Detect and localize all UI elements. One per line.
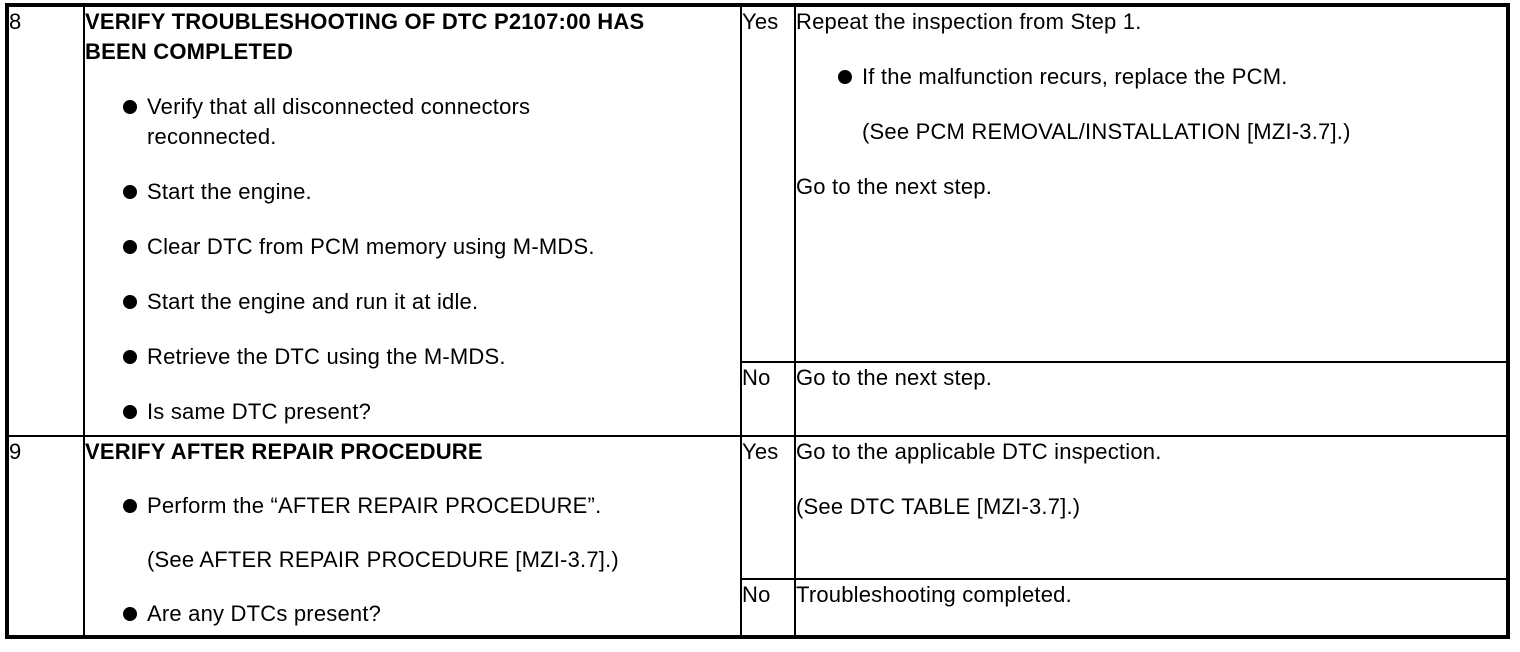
no-label: No xyxy=(742,582,771,607)
list-item: If the malfunction recurs, replace the P… xyxy=(838,62,1506,92)
table-row: 9 VERIFY AFTER REPAIR PROCEDURE Perform … xyxy=(6,435,1509,638)
bullet-icon xyxy=(123,499,137,513)
no-action-cell: Troubleshooting completed. xyxy=(794,578,1509,638)
table-row: No Go to the next step. xyxy=(7,361,1509,437)
see-reference: (See AFTER REPAIR PROCEDURE [MZI-3.7].) xyxy=(147,547,619,572)
step-number-cell: 9 xyxy=(6,435,85,638)
no-label-cell: No xyxy=(740,361,796,437)
bullet-icon xyxy=(123,240,137,254)
bullet-icon xyxy=(123,607,137,621)
step-number: 8 xyxy=(9,9,22,34)
action-line: Go to the next step. xyxy=(796,174,993,199)
action-line: Troubleshooting completed. xyxy=(796,582,1072,607)
list-item-text: Start the engine and run it at idle. xyxy=(147,289,479,314)
bullet-icon xyxy=(123,100,137,114)
list-item: Retrieve the DTC using the M-MDS. xyxy=(123,342,740,372)
list-item: Start the engine. xyxy=(123,177,740,207)
see-reference: (See PCM REMOVAL/INSTALLATION [MZI-3.7].… xyxy=(862,119,1351,144)
yes-label-cell: Yes xyxy=(740,4,796,363)
bullet-icon xyxy=(123,350,137,364)
list-item-text: Is same DTC present? xyxy=(147,399,372,424)
inspection-cell: VERIFY AFTER REPAIR PROCEDURE Perform th… xyxy=(83,435,742,638)
list-item: Perform the “AFTER REPAIR PROCEDURE”. xyxy=(123,491,740,521)
inspection-heading: VERIFY TROUBLESHOOTING OF DTC P2107:00 H… xyxy=(85,9,645,64)
list-item: Is same DTC present? xyxy=(123,397,740,427)
list-item: Are any DTCs present? xyxy=(123,599,740,629)
table-row: 8 VERIFY TROUBLESHOOTING OF DTC P2107:00… xyxy=(6,4,1509,437)
step-number: 9 xyxy=(9,439,22,464)
no-label-cell: No xyxy=(740,578,796,638)
action-line: Go to the applicable DTC inspection. xyxy=(796,439,1162,464)
yes-label-cell: Yes xyxy=(740,435,796,580)
list-item-text: Verify that all disconnected connectors … xyxy=(147,94,531,149)
step-number-cell: 8 xyxy=(6,4,85,437)
list-item: Verify that all disconnected connectors … xyxy=(123,92,740,152)
list-item-text: Retrieve the DTC using the M-MDS. xyxy=(147,344,506,369)
inspection-cell: VERIFY TROUBLESHOOTING OF DTC P2107:00 H… xyxy=(83,4,742,437)
action-line: Repeat the inspection from Step 1. xyxy=(796,9,1142,34)
bullet-icon xyxy=(123,185,137,199)
bullet-icon xyxy=(123,405,137,419)
yes-action-cell: Go to the applicable DTC inspection. (Se… xyxy=(794,435,1509,580)
no-action-cell: Go to the next step. xyxy=(794,361,1509,437)
no-label: No xyxy=(742,365,771,390)
list-item-text: Start the engine. xyxy=(147,179,312,204)
list-item-text: Perform the “AFTER REPAIR PROCEDURE”. xyxy=(147,493,602,518)
yes-label: Yes xyxy=(742,9,779,34)
list-item-text: If the malfunction recurs, replace the P… xyxy=(862,64,1288,89)
see-reference: (See DTC TABLE [MZI-3.7].) xyxy=(796,494,1081,519)
yes-action-cell: Repeat the inspection from Step 1. If th… xyxy=(794,4,1509,363)
bullet-icon xyxy=(838,70,852,84)
action-line: Go to the next step. xyxy=(796,365,993,390)
troubleshooting-table: 8 VERIFY TROUBLESHOOTING OF DTC P2107:00… xyxy=(5,3,1510,639)
yes-label: Yes xyxy=(742,439,779,464)
bullet-icon xyxy=(123,295,137,309)
inspection-heading: VERIFY AFTER REPAIR PROCEDURE xyxy=(85,439,483,464)
list-item: Clear DTC from PCM memory using M-MDS. xyxy=(123,232,740,262)
list-item-text: Clear DTC from PCM memory using M-MDS. xyxy=(147,234,595,259)
table-row: No Troubleshooting completed. xyxy=(7,578,1509,638)
list-item-text: Are any DTCs present? xyxy=(147,601,382,626)
list-item: Start the engine and run it at idle. xyxy=(123,287,740,317)
